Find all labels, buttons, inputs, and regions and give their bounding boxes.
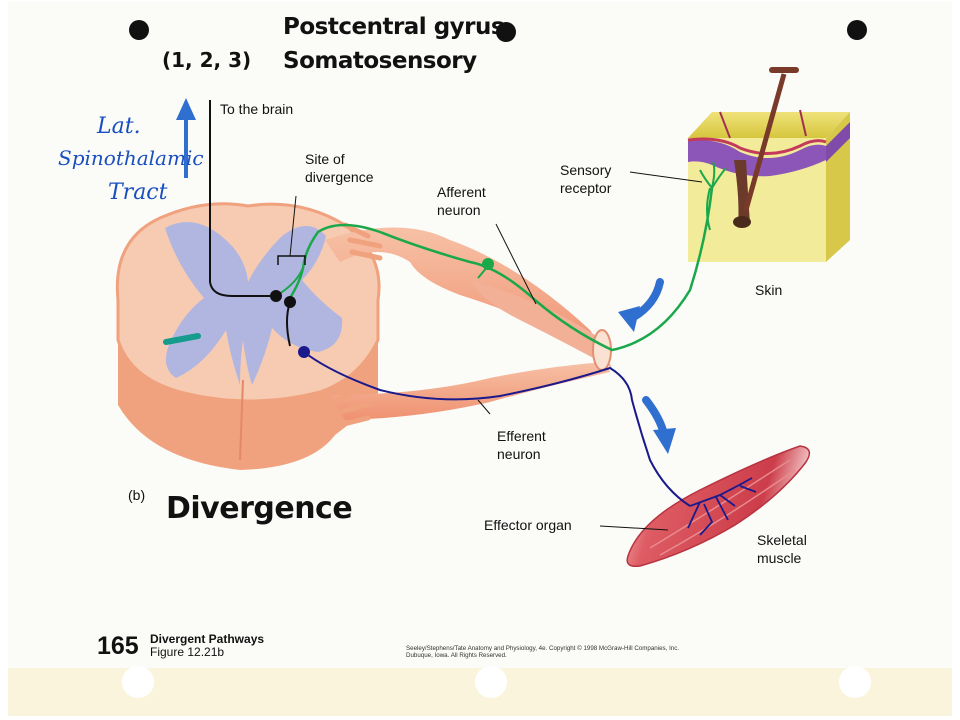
binder-hole: [847, 20, 867, 40]
label-site-line2: divergence: [305, 169, 374, 185]
figure-part-label: (b): [128, 487, 146, 503]
ascending-axon: [209, 100, 296, 347]
leader-line: [477, 399, 491, 415]
label-efferent-line1: Efferent: [497, 428, 546, 444]
page-number: 165: [97, 632, 139, 660]
binder-hole-bottom: [475, 666, 507, 698]
footer-figure-number: Figure 12.21b: [150, 645, 225, 659]
label-sensory-line2: receptor: [560, 180, 612, 196]
label-skeletal-line1: Skeletal: [757, 532, 807, 548]
leader-line: [629, 171, 703, 183]
divergence-pointer: [289, 195, 297, 257]
label-efferent-line2: neuron: [497, 446, 541, 462]
label-to-the-brain: To the brain: [220, 101, 294, 117]
spinal-nerve: [325, 222, 612, 427]
handwritten-title-line1: Postcentral gyrus: [283, 14, 505, 40]
flow-arrow-icon: [618, 278, 664, 332]
footer-title: Divergent Pathways: [150, 632, 265, 646]
binder-hole-bottom: [122, 666, 154, 698]
efferent-neuron: [298, 346, 757, 536]
handwritten-divergence: Divergence: [166, 491, 353, 526]
leader-line: [599, 525, 669, 531]
binder-hole: [496, 22, 516, 42]
handwritten-title-line2: Somatosensory: [283, 48, 477, 74]
divergence-bracket: [277, 255, 306, 265]
handwritten-tract-line3: Tract: [108, 180, 168, 205]
label-effector-organ: Effector organ: [484, 517, 572, 533]
flow-arrow-icon: [642, 396, 676, 454]
skin-block: [687, 67, 850, 262]
spinal-cord: [115, 202, 381, 470]
handwritten-tract-line2: Spinothalamic: [58, 146, 204, 170]
handwritten-tract-line1: Lat.: [97, 114, 141, 139]
leader-line: [495, 223, 537, 305]
label-site-line1: Site of: [305, 151, 345, 167]
label-skin: Skin: [755, 282, 783, 298]
handwritten-brodmann-areas: (1, 2, 3): [162, 48, 252, 72]
label-skeletal-line2: muscle: [757, 550, 802, 566]
afferent-neuron: [275, 161, 727, 352]
skeletal-muscle: [626, 445, 811, 568]
label-afferent-line1: Afferent: [437, 184, 486, 200]
binder-hole: [129, 20, 149, 40]
binder-hole-bottom: [839, 666, 871, 698]
label-afferent-line2: neuron: [437, 202, 481, 218]
copyright-credit: Seeley/Stephens/Tate Anatomy and Physiol…: [406, 645, 680, 659]
label-sensory-line1: Sensory: [560, 162, 612, 178]
up-arrow-icon: [176, 98, 196, 178]
